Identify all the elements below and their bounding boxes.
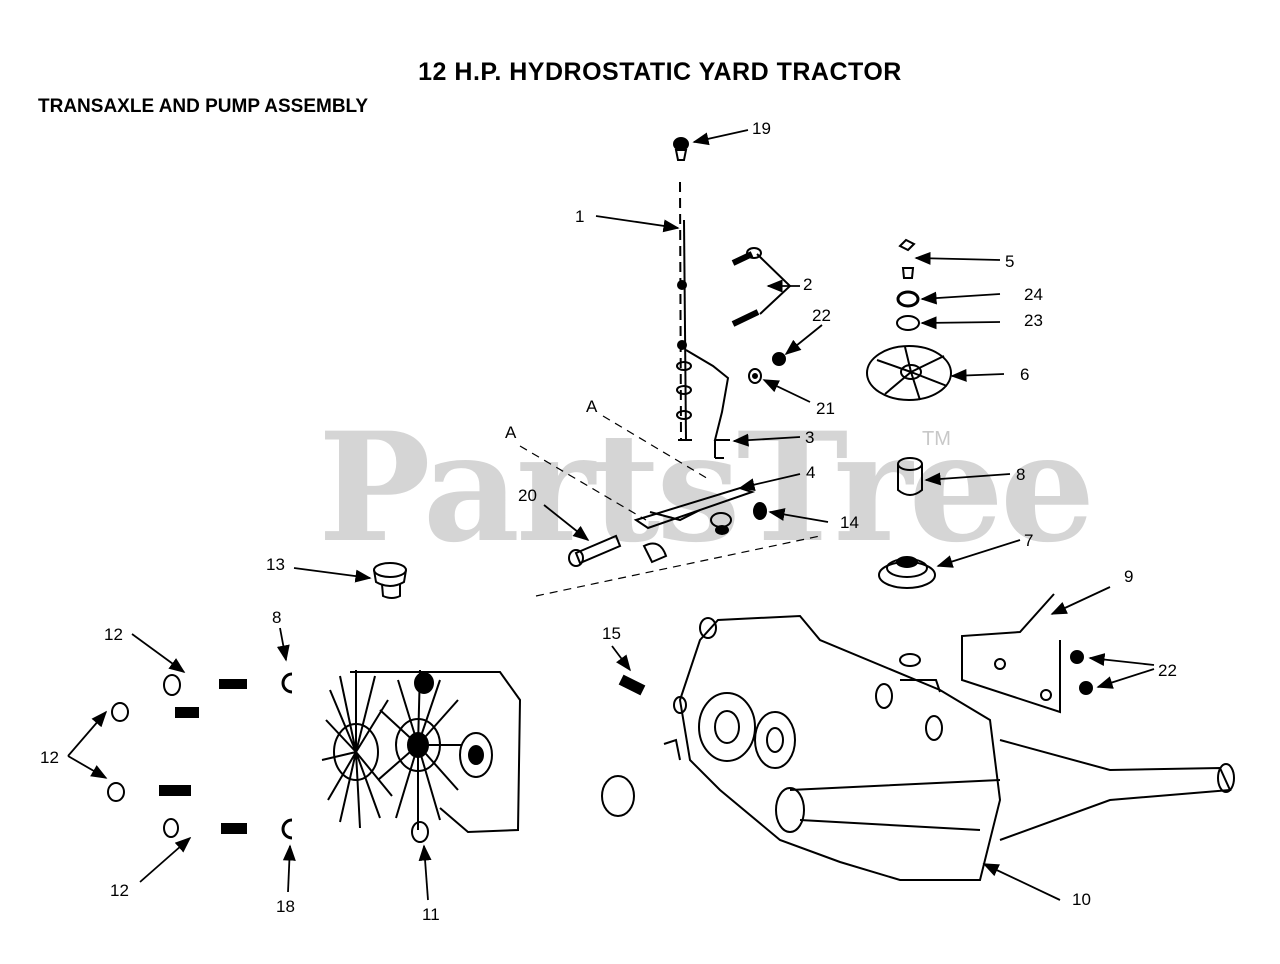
- part-9-bracket: [961, 593, 1061, 714]
- callout-22: 22: [812, 306, 831, 325]
- callout-8-upper: 8: [1016, 465, 1025, 484]
- callout-11: 11: [422, 905, 440, 924]
- callout-24: 24: [1024, 285, 1043, 304]
- part-22-nuts: [1070, 650, 1093, 695]
- part-2-linkage: [685, 247, 792, 459]
- part-11-pump: [321, 669, 522, 843]
- section-marker-a1: A: [505, 423, 517, 442]
- partstree-watermark: PartsTree: [318, 400, 1095, 576]
- callout-7: 7: [1024, 531, 1033, 550]
- callout-15: 15: [602, 624, 621, 643]
- callout-8-lower: 8: [272, 608, 281, 627]
- part-7-pulley: [878, 556, 936, 589]
- callout-18: 18: [276, 897, 295, 916]
- part-4-bracket: [633, 486, 756, 535]
- part-12-fittings: [107, 674, 247, 838]
- callout-12-bottom: 12: [110, 881, 129, 900]
- part-10-transaxle: [601, 614, 1235, 881]
- part-22-nut: [772, 352, 786, 366]
- callout-21: 21: [816, 399, 835, 418]
- part-1-control-rod: [676, 181, 692, 441]
- part-24-washer: [896, 290, 920, 308]
- callout-12-top: 12: [104, 625, 123, 644]
- callout-19: 19: [752, 119, 771, 138]
- part-23-washer: [896, 315, 920, 331]
- section-lines: [519, 415, 821, 597]
- diagram-title: 12 H.P. HYDROSTATIC YARD TRACTOR: [418, 58, 902, 86]
- callout-6: 6: [1020, 365, 1029, 384]
- part-18-clip: [281, 818, 293, 840]
- callout-12-left: 12: [40, 748, 59, 767]
- callout-22-right: 22: [1158, 661, 1177, 680]
- section-marker-a: A: [586, 397, 598, 416]
- trademark-mark: TM: [922, 428, 951, 450]
- part-8-hub: [897, 457, 923, 496]
- callout-10: 10: [1072, 890, 1091, 909]
- callout-2: 2: [803, 275, 812, 294]
- leader-lines: [67, 129, 1155, 901]
- part-21-washer: [748, 368, 762, 384]
- callout-4: 4: [806, 463, 815, 482]
- part-5-cotter: [898, 238, 916, 279]
- callout-20: 20: [518, 486, 537, 505]
- part-8-clip: [281, 672, 293, 694]
- callout-5: 5: [1005, 252, 1014, 271]
- part-19-knob: [673, 137, 689, 161]
- part-14-nut: [753, 502, 767, 520]
- callout-labels: 19 1 2 22 5 24 23 6 21 3 A A 4 8 20 14 1…: [40, 119, 1177, 924]
- part-6-fan: [866, 345, 952, 401]
- callout-3: 3: [805, 428, 814, 447]
- callout-13: 13: [266, 555, 285, 574]
- part-15-fitting: [618, 674, 646, 696]
- callout-23: 23: [1024, 311, 1043, 330]
- part-13-plug: [373, 562, 407, 599]
- callout-9: 9: [1124, 567, 1133, 586]
- diagram-subtitle: TRANSAXLE AND PUMP ASSEMBLY: [38, 96, 369, 117]
- callout-14: 14: [840, 513, 859, 532]
- part-20-bolt: [568, 534, 668, 567]
- callout-1: 1: [575, 207, 584, 226]
